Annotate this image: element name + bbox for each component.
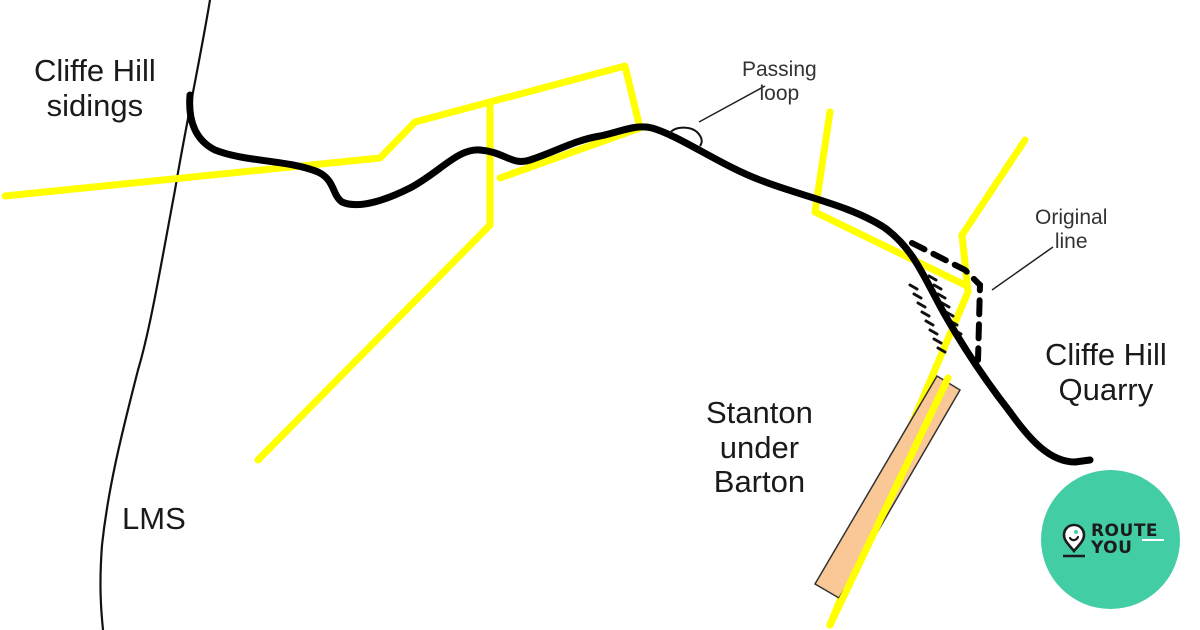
- original-line-dashed: [909, 240, 984, 363]
- label-stanton-under-barton: Stanton under Barton: [706, 395, 813, 500]
- cliffe-hill-railway: [186, 91, 1094, 466]
- passing-loop: [669, 126, 703, 147]
- label-line: Barton: [713, 464, 806, 500]
- village-stanton-under-barton: [813, 374, 962, 629]
- label-line: under: [719, 429, 800, 465]
- logo-line2: YOU: [1090, 537, 1133, 558]
- label-line: Stanton: [706, 395, 813, 430]
- label-line: Quarry: [1058, 371, 1154, 407]
- logo-wordmark: ROUTE YOU: [1090, 520, 1165, 558]
- label-line: Cliffe Hill: [34, 53, 156, 88]
- original-line-leader: [991, 246, 1054, 291]
- road-a: [1, 62, 644, 200]
- road-c: [496, 124, 644, 182]
- logo-content: ROUTE YOU: [1061, 520, 1165, 558]
- label-cliffe-hill-sidings: Cliffe Hill sidings: [34, 53, 156, 123]
- label-line: Original: [1035, 206, 1108, 229]
- label-line: Passing: [742, 58, 817, 81]
- label-line: loop: [759, 81, 800, 105]
- logo-line1: ROUTE: [1090, 520, 1159, 541]
- road-b: [254, 100, 494, 464]
- label-lms: LMS: [122, 501, 186, 536]
- map-pin-smile-icon: [1062, 523, 1086, 557]
- label-passing-loop: Passing loop: [742, 58, 817, 105]
- label-line: Cliffe Hill: [1045, 337, 1167, 372]
- logo-underline: [1142, 538, 1165, 541]
- routeyou-logo[interactable]: ROUTE YOU: [1041, 470, 1180, 609]
- cutting-hatching: [908, 274, 963, 354]
- label-line: sidings: [46, 87, 144, 123]
- passing-loop-leader: [698, 85, 766, 123]
- label-original-line: Original line: [1035, 206, 1107, 253]
- lms-line: [99, 0, 212, 630]
- label-line: line: [1054, 229, 1088, 253]
- label-cliffe-hill-quarry: Cliffe Hill Quarry: [1045, 337, 1167, 407]
